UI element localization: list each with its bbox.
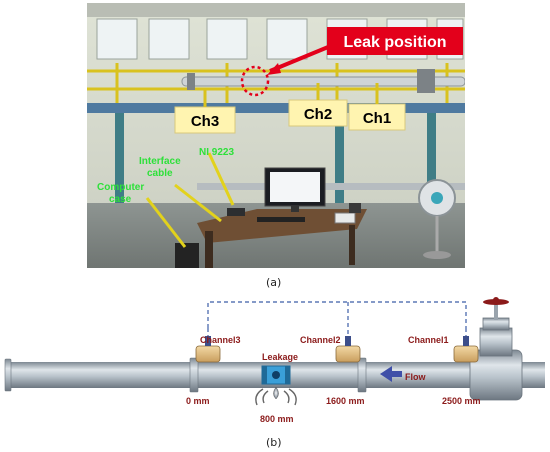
position-0mm: 0 mm (186, 396, 210, 406)
computer-arrow (145, 197, 187, 248)
computer-label-line2: case (109, 194, 132, 205)
interface-label-line2: cable (147, 168, 173, 179)
computer-label-line1: Computer (97, 182, 144, 193)
pipe-flanges (187, 69, 435, 93)
ch1-label: Ch1 (363, 110, 391, 127)
leak-arrow (269, 43, 334, 73)
leak-marker-circle (240, 65, 270, 97)
ni-device-arrow (207, 152, 235, 206)
channel3-label: Channel3 (200, 335, 241, 345)
ch3-label-bg (174, 106, 236, 134)
sensor-channel2 (335, 336, 361, 363)
leak-drip-icon (255, 386, 297, 406)
blue-beam (87, 103, 465, 113)
ch1-label-bg (348, 103, 406, 131)
channel1-label: Channel1 (408, 335, 449, 345)
position-800mm: 800 mm (260, 414, 294, 424)
sensor-channel3 (195, 336, 221, 363)
sensor-channel1 (453, 336, 479, 363)
leak-fitting (261, 365, 291, 385)
ch2-label: Ch2 (304, 106, 332, 123)
position-2500mm: 2500 mm (442, 396, 481, 406)
ch2-label-bg (288, 99, 348, 127)
caption-b: (b) (266, 436, 282, 449)
keyboard (257, 217, 305, 222)
pipe-schematic: Channel3 Channel2 Channel1 Leakage Flow … (0, 290, 550, 452)
interface-label-line1: Interface (139, 156, 181, 167)
flow-arrow-icon (380, 366, 402, 382)
leakage-label: Leakage (262, 352, 298, 362)
ni-device-label: NI 9223 (199, 147, 234, 158)
ni-device (227, 208, 245, 216)
leak-position-label-bg (327, 27, 463, 55)
position-1600mm: 1600 mm (326, 396, 365, 406)
channel2-label: Channel2 (300, 335, 341, 345)
test-pipe (181, 76, 465, 87)
flow-label: Flow (405, 372, 426, 382)
ch3-label: Ch3 (191, 113, 219, 130)
computer-case (175, 243, 199, 268)
test-facility-photo: Leak position Ch3 Ch2 Ch1 (87, 3, 465, 268)
desk (197, 209, 367, 243)
signal-cable (207, 301, 467, 328)
leak-position-label: Leak position (343, 34, 446, 51)
pipe-joints (4, 357, 367, 393)
interface-cable-arrow (174, 183, 222, 223)
support-columns (115, 113, 436, 268)
caption-a: (a) (266, 276, 282, 289)
gate-valve (469, 297, 523, 401)
